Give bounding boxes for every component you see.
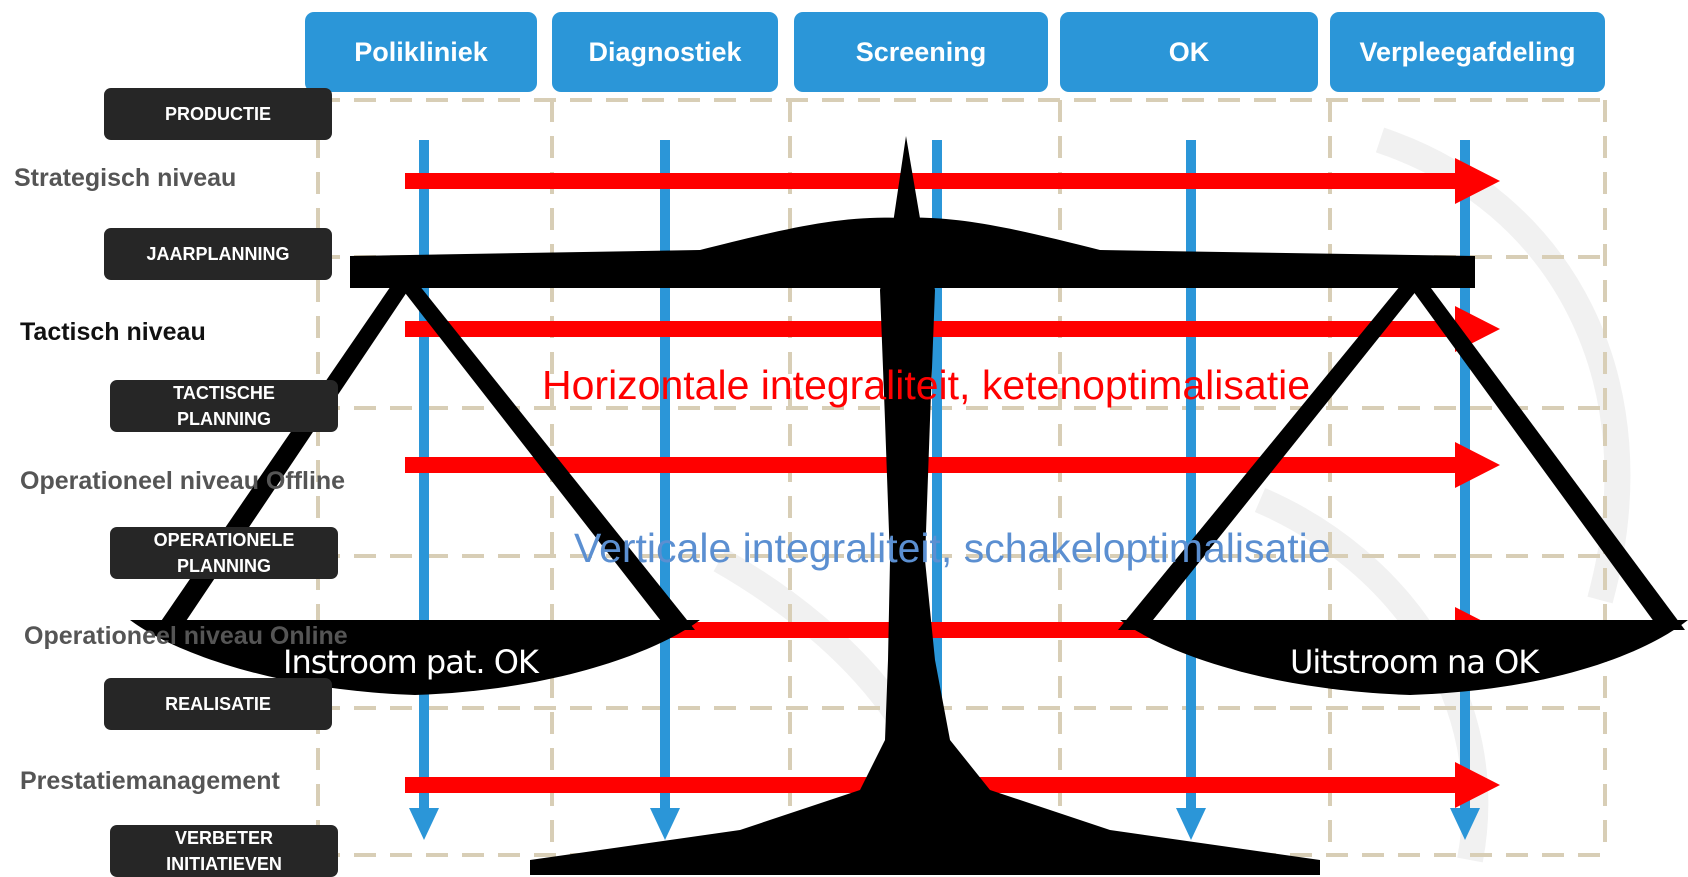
column-header-verpleegafdeling: Verpleegafdeling (1330, 12, 1605, 92)
level-label-strategisch: Strategisch niveau (14, 164, 237, 192)
level-label-tactisch: Tactisch niveau (20, 318, 206, 346)
column-header-diagnostiek: Diagnostiek (552, 12, 778, 92)
scale-left-label: Instroom pat. OK (283, 643, 539, 681)
scale-right-label: Uitstroom na OK (1290, 643, 1539, 681)
scale-icon (130, 136, 1688, 875)
dashed-grid (316, 98, 1607, 857)
level-label-operationeel-online: Operationeel niveau Online (24, 622, 348, 650)
vertical-integration-text: Verticale integraliteit, schakeloptimali… (574, 525, 1331, 571)
level-label-operationeel-offline: Operationeel niveau Offline (20, 467, 346, 495)
column-header-screening: Screening (794, 12, 1048, 92)
sub-box-productie: PRODUCTIE (104, 88, 332, 140)
sub-box-jaarplanning: JAARPLANNING (104, 228, 332, 280)
column-header-ok: OK (1060, 12, 1318, 92)
horizontal-integration-text: Horizontale integraliteit, ketenoptimali… (542, 362, 1311, 408)
level-label-prestatiemanagement: Prestatiemanagement (20, 767, 280, 795)
column-header-polikliniek: Polikliniek (305, 12, 537, 92)
sub-box-realisatie: REALISATIE (104, 678, 332, 730)
